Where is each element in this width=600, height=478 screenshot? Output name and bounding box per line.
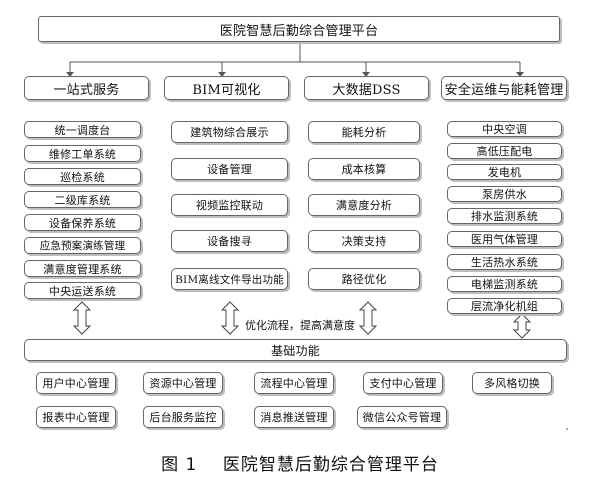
- base-item-box: 用户中心管理: [36, 372, 116, 394]
- item-box: 设备管理: [171, 158, 288, 180]
- item-box: 统一调度台: [24, 121, 141, 138]
- column-header-label: 安全运维与能耗管理: [444, 82, 564, 98]
- item-box: 设备保养系统: [24, 214, 141, 231]
- column-header-big-data: 大数据DSS: [304, 76, 429, 100]
- item-label: 二级库系统: [54, 193, 111, 207]
- item-box: 路径优化: [308, 268, 420, 290]
- item-label: 中央运送系统: [48, 284, 117, 298]
- connector-label: 优化流程，提高满意度: [245, 319, 355, 332]
- item-label: 电梯监测系统: [470, 278, 539, 291]
- item-box: 泵房供水: [447, 186, 562, 202]
- item-box: 医用气体管理: [447, 231, 562, 247]
- item-label: BIM离线文件导出功能: [175, 273, 284, 286]
- item-label: 应急预案演练管理: [39, 240, 126, 252]
- item-label: 建筑物综合展示: [190, 126, 269, 139]
- item-box: 电梯监测系统: [447, 276, 562, 292]
- base-item-box: 流程中心管理: [254, 372, 334, 394]
- item-box: 发电机: [447, 164, 562, 180]
- item-label: 微信公众号管理: [362, 411, 442, 424]
- base-item-box: 多风格切换: [472, 372, 552, 394]
- double-arrow-3: [358, 301, 378, 335]
- column-header-label: BIM可视化: [192, 82, 261, 98]
- item-label: 视频监控联动: [195, 199, 264, 212]
- item-box: BIM离线文件导出功能: [171, 268, 288, 290]
- item-label: 排水监测系统: [470, 210, 539, 223]
- item-label: 满意度分析: [336, 199, 392, 212]
- item-label: 消息推送管理: [260, 411, 328, 424]
- item-box: 中央空调: [447, 121, 562, 137]
- item-label: 路径优化: [341, 273, 387, 286]
- item-box: 决策支持: [308, 230, 420, 252]
- item-label: 设备保养系统: [48, 216, 117, 230]
- item-label: 维修工单系统: [48, 147, 117, 161]
- item-label: 成本核算: [341, 163, 387, 176]
- item-label: 中央空调: [482, 123, 527, 136]
- double-arrow-4: [512, 313, 532, 339]
- double-arrow-2: [220, 301, 240, 335]
- item-label: 决策支持: [341, 235, 387, 248]
- item-label: 泵房供水: [482, 188, 527, 201]
- stray-dot: [566, 428, 568, 430]
- item-box: 巡检系统: [24, 168, 141, 185]
- item-label: 医用气体管理: [470, 233, 539, 246]
- double-arrow-1: [72, 301, 92, 335]
- item-label: 报表中心管理: [42, 411, 110, 424]
- item-label: 设备管理: [207, 163, 252, 176]
- item-box: 二级库系统: [24, 191, 141, 208]
- item-label: 后台服务监控: [149, 411, 217, 424]
- item-label: 统一调度台: [54, 123, 111, 137]
- base-functions-bar: 基础功能: [24, 339, 567, 361]
- platform-title-box: 医院智慧后勤综合管理平台: [38, 16, 560, 42]
- item-label: 多风格切换: [484, 377, 540, 390]
- item-box: 建筑物综合展示: [171, 121, 288, 143]
- base-item-box: 支付中心管理: [363, 372, 443, 394]
- item-box: 成本核算: [308, 158, 420, 180]
- base-item-box: 微信公众号管理: [357, 406, 447, 428]
- platform-title: 医院智慧后勤综合管理平台: [219, 23, 379, 39]
- base-item-box: 报表中心管理: [36, 406, 116, 428]
- item-box: 满意度分析: [308, 194, 420, 216]
- item-box: 维修工单系统: [24, 145, 141, 162]
- item-label: 流程中心管理: [260, 377, 328, 390]
- base-item-box: 资源中心管理: [143, 372, 223, 394]
- item-box: 排水监测系统: [447, 208, 562, 224]
- base-item-box: 后台服务监控: [143, 406, 223, 428]
- column-header-label: 一站式服务: [53, 82, 120, 98]
- item-label: 层流净化机组: [470, 300, 539, 313]
- item-box: 能耗分析: [308, 121, 420, 143]
- item-label: 巡检系统: [60, 170, 105, 184]
- base-item-box: 消息推送管理: [254, 406, 334, 428]
- item-label: 满意度管理系统: [43, 262, 122, 276]
- item-label: 高低压配电: [476, 145, 533, 158]
- item-label: 生活热水系统: [470, 256, 539, 269]
- item-box: 设备搜寻: [171, 230, 288, 252]
- item-label: 用户中心管理: [42, 377, 110, 390]
- item-label: 支付中心管理: [369, 377, 437, 390]
- column-header-one-stop: 一站式服务: [24, 76, 149, 100]
- column-header-safety-energy: 安全运维与能耗管理: [441, 76, 567, 100]
- item-label: 设备搜寻: [207, 235, 252, 248]
- item-box: 视频监控联动: [171, 194, 288, 216]
- figure-caption: 图 1 医院智慧后勤综合管理平台: [161, 455, 439, 475]
- column-header-bim: BIM可视化: [164, 76, 289, 100]
- base-functions-label: 基础功能: [271, 343, 320, 358]
- item-label: 能耗分析: [341, 126, 387, 139]
- item-box: 中央运送系统: [24, 282, 141, 299]
- item-box: 应急预案演练管理: [24, 237, 141, 254]
- column-header-label: 大数据DSS: [332, 82, 401, 98]
- item-box: 高低压配电: [447, 143, 562, 159]
- item-box: 层流净化机组: [447, 298, 562, 314]
- item-box: 生活热水系统: [447, 254, 562, 270]
- item-box: 满意度管理系统: [24, 260, 141, 277]
- item-label: 资源中心管理: [149, 377, 217, 390]
- item-label: 发电机: [487, 166, 522, 179]
